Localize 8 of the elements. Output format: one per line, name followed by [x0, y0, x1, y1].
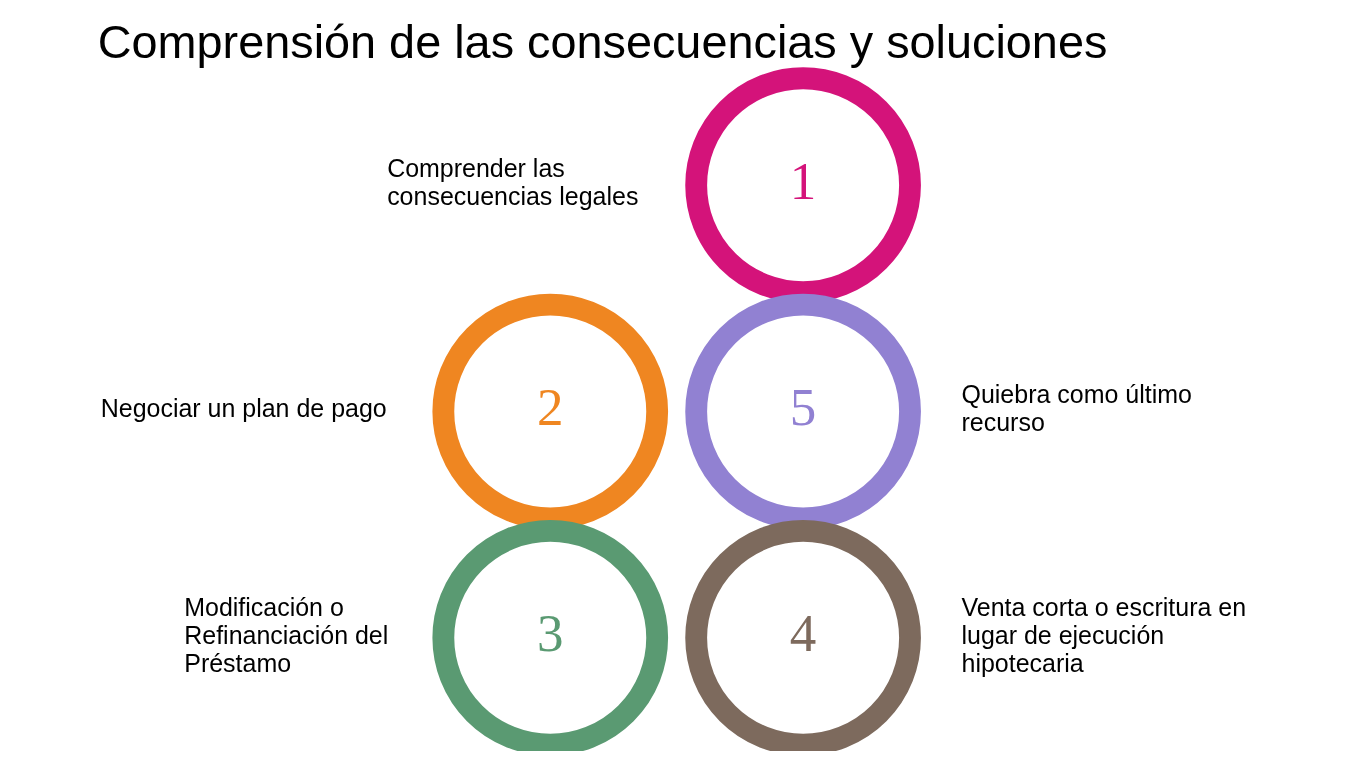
node-label: Negociar un plan de pago [100, 394, 387, 423]
node-label: Modificación o Refinanciación del Préstamo [183, 592, 388, 677]
node-label: Venta corta o escritura en lugar de ejecución hipotecaria [961, 592, 1246, 677]
node-label: Comprender las consecuencias legales [386, 154, 638, 211]
node-circle: 4 [684, 519, 921, 751]
diagram-title: Comprensión de las consecuencias y soluciones [97, 15, 1107, 68]
node-label: Quiebra como último recurso [961, 380, 1192, 437]
node-circle: 3 [431, 519, 668, 751]
